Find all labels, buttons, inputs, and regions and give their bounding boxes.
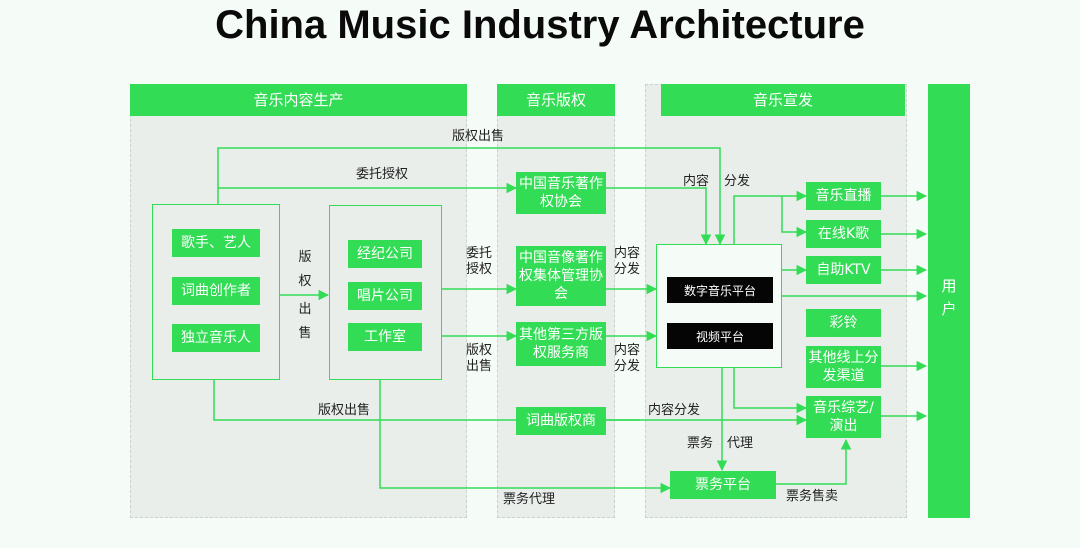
- outlet-live-streaming: 音乐直播: [806, 182, 881, 210]
- company-studio: 工作室: [348, 323, 422, 351]
- agency-lyric-copyright: 词曲版权商: [516, 407, 606, 435]
- agency-third-party: 其他第三方版权服务商: [516, 322, 606, 366]
- line-ticket-agency-bottom: [379, 380, 672, 494]
- company-agency: 经纪公司: [348, 240, 422, 268]
- line-platform-to-live: [733, 190, 808, 244]
- companies-frame: [329, 205, 442, 380]
- platforms-frame: [656, 244, 782, 368]
- label-content-dist-1: 内容分发: [614, 246, 641, 277]
- video-platform: 视频平台: [667, 323, 773, 349]
- creator-indie: 独立音乐人: [172, 324, 260, 352]
- label-content-top: 内容: [683, 174, 710, 189]
- outlet-other-online: 其他线上分发渠道: [806, 346, 881, 388]
- users-label: 用户: [939, 278, 958, 324]
- label-copyright-sale-vertical-2: 出售: [298, 302, 312, 341]
- label-distribute-top: 分发: [724, 174, 751, 189]
- line-ticketing-to-shows: [776, 438, 852, 485]
- digital-music-platform: 数字音乐平台: [667, 277, 773, 303]
- label-content-dist-3: 内容分发: [648, 403, 701, 418]
- page-title: China Music Industry Architecture: [215, 3, 865, 47]
- section-head-production: 音乐内容生产: [130, 84, 467, 116]
- label-ticket-word: 票务: [687, 436, 714, 451]
- line-mcsc-to-platform: [606, 187, 712, 246]
- creator-songwriter: 词曲创作者: [172, 277, 260, 305]
- label-ticket-sales: 票务售卖: [786, 489, 839, 504]
- line-platform-to-karaoke: [781, 196, 808, 238]
- outlet-variety-shows: 音乐综艺/演出: [806, 396, 881, 438]
- label-content-dist-2: 内容分发: [614, 343, 641, 374]
- section-head-distribution: 音乐宣发: [661, 84, 905, 116]
- label-copyright-sale-mid: 版权出售: [466, 343, 493, 374]
- label-copyright-sale-top: 版权出售: [452, 129, 505, 144]
- line-copyright-sale-bottom: [213, 380, 808, 426]
- label-copyright-sale-bottom: 版权出售: [318, 403, 371, 418]
- company-record-label: 唱片公司: [348, 282, 422, 310]
- creators-frame: [152, 204, 280, 380]
- creator-singer: 歌手、艺人: [172, 229, 260, 257]
- users-bar: 用户: [928, 84, 970, 518]
- ticketing-platform: 票务平台: [670, 471, 776, 499]
- outlet-self-service-ktv: 自助KTV: [806, 256, 881, 284]
- label-ticket-agency-bottom: 票务代理: [503, 492, 556, 507]
- agency-mcsc: 中国音乐著作权协会: [516, 172, 606, 214]
- line-platform-to-shows: [733, 368, 808, 414]
- label-entrust-license: 委托授权: [466, 246, 493, 277]
- label-copyright-sale-vertical-1: 版权: [298, 250, 312, 289]
- outlet-online-karaoke: 在线K歌: [806, 220, 881, 248]
- section-head-copyright: 音乐版权: [497, 84, 615, 116]
- line-copyright-sale-top: [217, 147, 726, 246]
- agency-casc: 中国音像著作权集体管理协会: [516, 246, 606, 306]
- outlet-ringtone: 彩铃: [806, 309, 881, 337]
- label-entrust-top: 委托授权: [356, 167, 409, 182]
- label-agency-word: 代理: [727, 436, 754, 451]
